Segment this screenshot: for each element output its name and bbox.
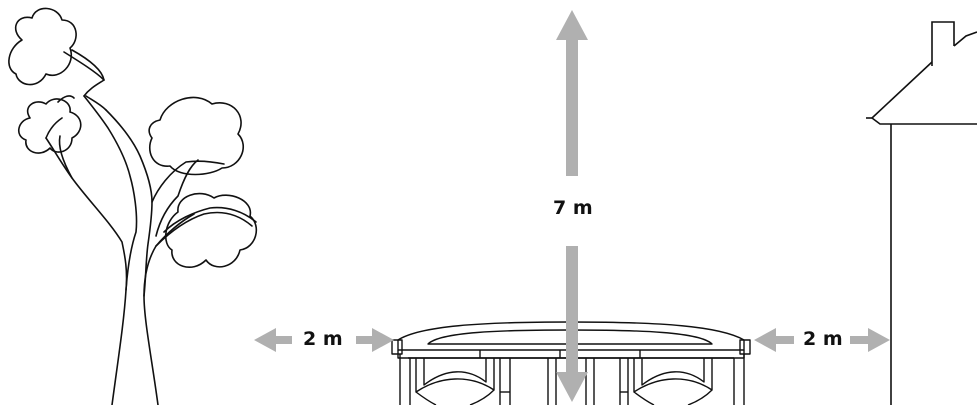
height-clearance-label: 7 m: [553, 197, 593, 219]
left-clearance-label: 2 m: [303, 328, 343, 350]
arrow-up-icon: [556, 10, 588, 176]
tree-icon: [8, 7, 258, 406]
arrow-left-icon: [254, 328, 394, 352]
arrow-down-icon: [556, 246, 588, 402]
right-clearance-label: 2 m: [803, 328, 843, 350]
house-icon: [866, 21, 977, 405]
arrow-right-icon: [754, 328, 890, 352]
